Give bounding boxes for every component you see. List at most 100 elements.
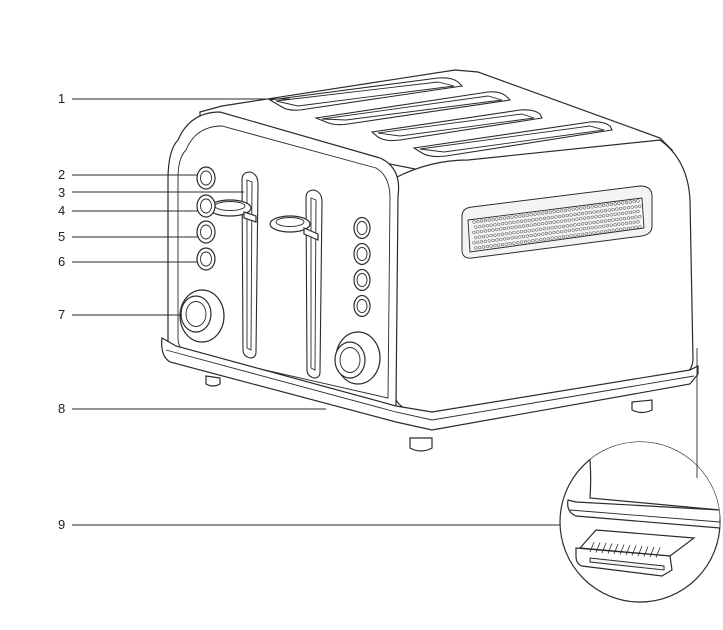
vent-hole xyxy=(500,232,505,236)
vent-hole xyxy=(493,223,497,227)
vent-hole xyxy=(533,212,537,216)
vent-hole xyxy=(611,228,615,233)
vent-hole xyxy=(495,227,499,232)
vent-hole xyxy=(575,227,579,232)
toaster-side-panel xyxy=(394,139,694,414)
vent-hole xyxy=(481,234,486,239)
vent-hole xyxy=(560,229,564,234)
vent-hole xyxy=(497,233,501,237)
vent-hole xyxy=(609,202,613,207)
vent-hole xyxy=(577,212,581,216)
vent-hole xyxy=(529,233,533,238)
vent-hole xyxy=(615,207,619,211)
tray-ridge xyxy=(631,545,637,556)
vent-hole xyxy=(584,232,589,236)
callout-9: 9 xyxy=(58,517,560,532)
vent-hole xyxy=(537,222,541,226)
vent-hole xyxy=(567,228,571,233)
vent-hole xyxy=(510,236,514,240)
vent-hole xyxy=(558,225,562,229)
vent-hole xyxy=(533,222,537,227)
vent-hole xyxy=(580,232,585,236)
vent-hole xyxy=(638,204,642,208)
callout-5: 5 xyxy=(58,229,198,244)
crumb-tray[interactable] xyxy=(575,529,696,577)
vent-hole xyxy=(541,221,545,226)
carriage-lever-right[interactable] xyxy=(269,215,319,241)
browning-knob-right[interactable] xyxy=(334,331,381,385)
vent-hole xyxy=(487,239,491,243)
vent-hole xyxy=(638,214,642,219)
vent-hole xyxy=(567,208,571,212)
vent-hole xyxy=(538,238,543,242)
vent-hole xyxy=(510,215,514,219)
browning-knob-left[interactable] xyxy=(179,289,225,343)
tray-ridge xyxy=(625,544,631,556)
cancel-button-left[interactable] xyxy=(196,194,216,218)
control-button-right[interactable] xyxy=(353,294,371,318)
vent-hole xyxy=(558,235,562,239)
toaster-illustration xyxy=(161,69,699,452)
vent-hole xyxy=(497,243,501,247)
vent-hole xyxy=(525,223,530,228)
vent-hole xyxy=(538,217,543,221)
control-button-right[interactable] xyxy=(353,268,371,292)
defrost-button-left[interactable] xyxy=(196,166,216,190)
callout-label: 2 xyxy=(58,167,65,182)
vent-hole xyxy=(550,215,554,220)
vent-hole xyxy=(497,222,501,226)
vent-hole xyxy=(531,239,535,243)
vent-hole xyxy=(474,246,478,250)
vent-hole xyxy=(580,222,585,226)
vent-hole xyxy=(550,226,554,230)
reheat-button-left[interactable] xyxy=(196,220,216,244)
control-button-right[interactable] xyxy=(353,242,371,266)
vent-hole xyxy=(512,220,516,224)
vent-hole xyxy=(516,220,520,224)
vent-hole xyxy=(619,217,623,221)
vent-hole xyxy=(580,211,585,216)
vent-hole xyxy=(622,227,627,231)
vent-hole xyxy=(481,245,486,249)
vent-hole xyxy=(607,208,611,212)
vent-hole xyxy=(535,238,539,242)
vent-hole xyxy=(603,208,608,213)
vent-hole xyxy=(628,200,633,204)
vent-hole xyxy=(527,218,531,223)
vent-hole xyxy=(613,212,617,216)
vent-hole xyxy=(571,207,575,211)
vent-hole xyxy=(512,231,516,235)
vent-hole xyxy=(552,230,556,235)
vent-hole xyxy=(600,209,604,213)
vent-hole xyxy=(546,237,550,241)
toaster-base xyxy=(161,337,699,431)
vent-hole xyxy=(493,233,497,237)
control-button-right[interactable] xyxy=(353,216,371,240)
tray-ridge xyxy=(589,541,595,553)
vent-hole xyxy=(588,210,592,215)
callout-7: 7 xyxy=(58,307,182,322)
vent-hole xyxy=(594,225,598,229)
lever-slot-left-inner xyxy=(246,179,253,351)
vent-hole xyxy=(485,234,489,238)
vent-hole xyxy=(512,241,516,245)
vent-hole xyxy=(479,229,484,234)
toaster-feet xyxy=(205,375,653,452)
vent-hole xyxy=(636,220,640,224)
bagel-button-left[interactable] xyxy=(196,247,216,271)
vent-hole xyxy=(617,222,621,226)
vent-hole xyxy=(590,215,594,219)
vent-hole xyxy=(569,213,573,217)
vent-hole xyxy=(607,229,611,233)
vent-hole xyxy=(586,216,591,220)
vent-hole xyxy=(603,219,608,223)
vent-hole xyxy=(502,216,507,220)
vent-hole xyxy=(550,236,554,240)
vent-hole xyxy=(609,213,613,217)
carriage-lever-left[interactable] xyxy=(208,199,257,223)
vent-hole xyxy=(525,213,530,217)
vent-hole xyxy=(508,241,512,246)
vent-hole xyxy=(472,230,476,235)
vent-hole xyxy=(500,242,505,247)
vent-hole xyxy=(592,210,596,214)
